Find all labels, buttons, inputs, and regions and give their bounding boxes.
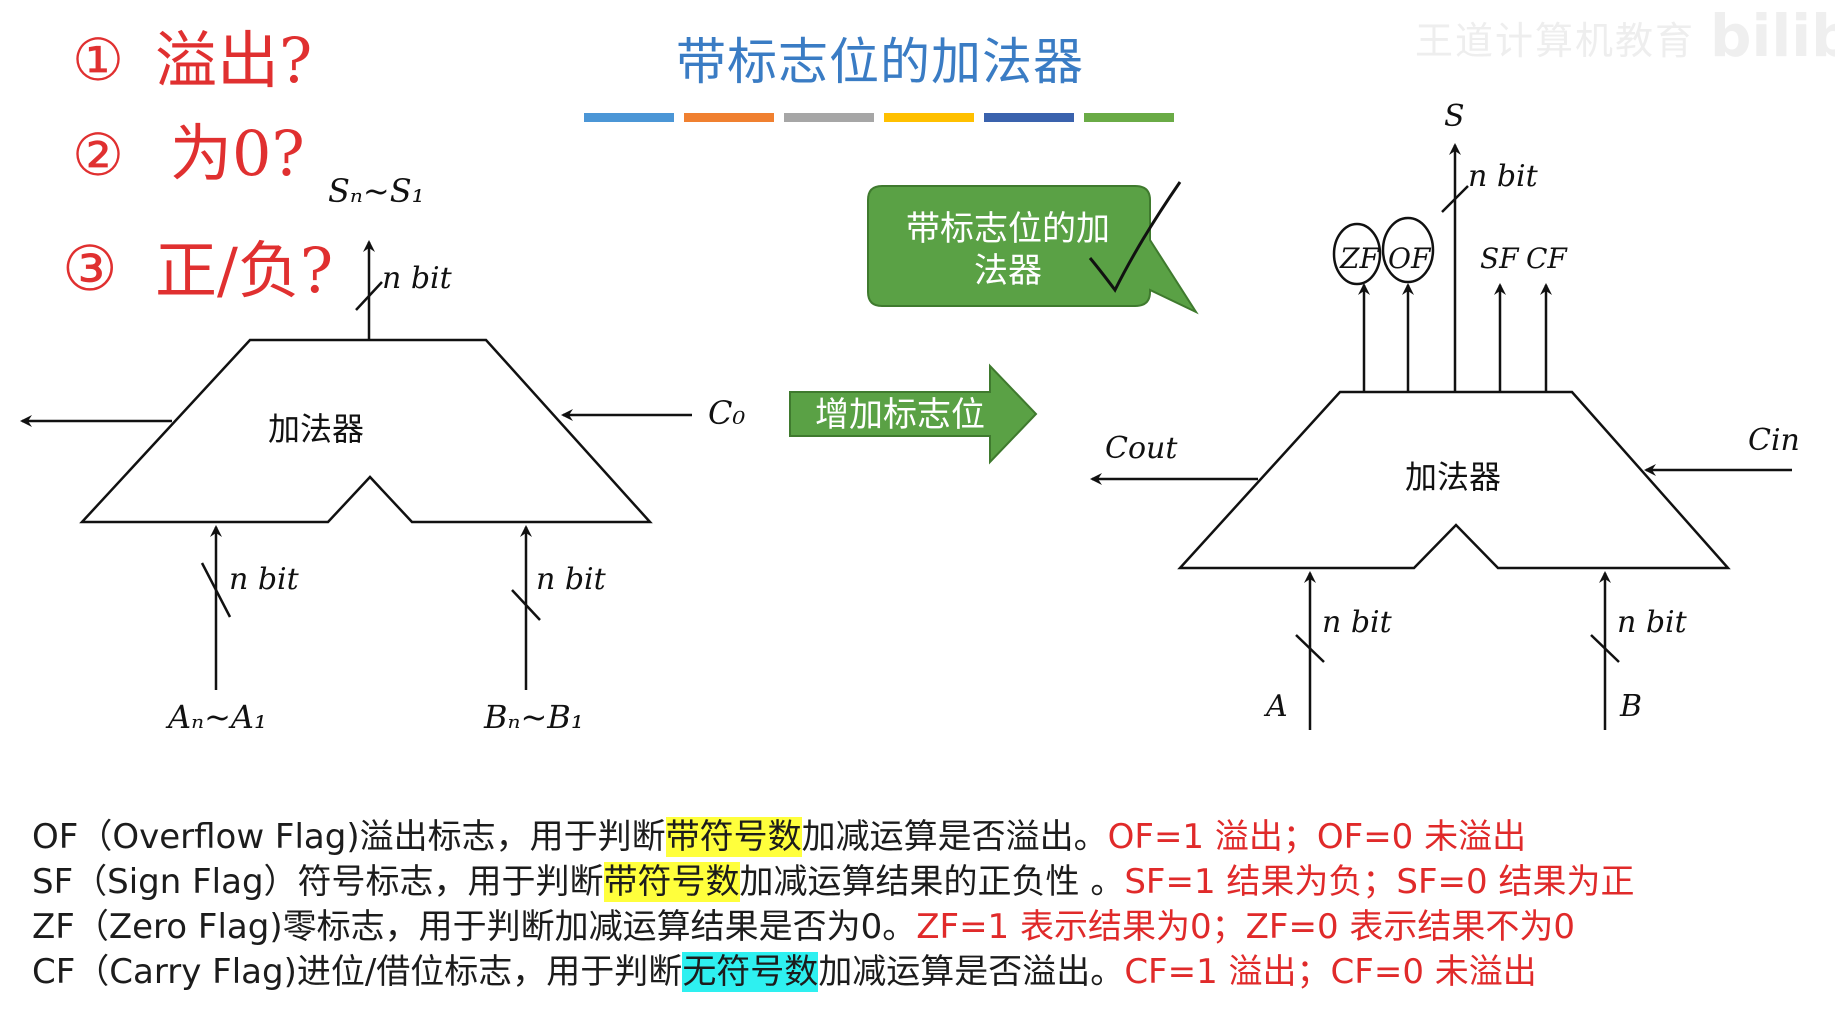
checkmark-icon xyxy=(1088,181,1182,293)
right-input-a-label: A xyxy=(1263,689,1288,724)
of-desc-values: OF=1 溢出；OF=0 未溢出 xyxy=(1107,817,1527,857)
stripe-1 xyxy=(584,113,674,122)
note-2-number: ② xyxy=(72,121,124,189)
left-carry-in-label: C₀ xyxy=(708,394,745,432)
left-output-label: Sₙ~S₁ xyxy=(328,172,424,210)
left-adder-shape xyxy=(79,338,653,524)
left-input-b-slash xyxy=(511,589,541,621)
zf-desc-text: ZF（Zero Flag)零标志，用于判断加减运算结果是否为0。 xyxy=(32,907,917,947)
of-desc-text-2: 加减运算是否溢出。 xyxy=(801,817,1108,857)
zf-description: ZF（Zero Flag)零标志，用于判断加减运算结果是否为0。ZF=1 表示结… xyxy=(32,905,1634,950)
sf-desc-text-2: 加减运算结果的正负性 。 xyxy=(739,862,1125,902)
cf-desc-values: CF=1 溢出；CF=0 未溢出 xyxy=(1124,952,1537,992)
right-output-bits: n bit xyxy=(1468,159,1539,194)
stripe-4 xyxy=(884,113,974,122)
stripe-3 xyxy=(784,113,874,122)
sf-desc-text: SF（Sign Flag）符号标志，用于判断 xyxy=(32,862,604,902)
right-output-label: S xyxy=(1444,99,1465,134)
callout-text-line2: 法器 xyxy=(974,251,1042,291)
stripe-6 xyxy=(1084,113,1174,122)
stripe-5 xyxy=(984,113,1074,122)
flag-zf-label: ZF xyxy=(1339,242,1380,275)
right-input-a-slash xyxy=(1295,634,1325,663)
left-input-b-label: Bₙ~B₁ xyxy=(483,698,584,736)
right-input-b-label: B xyxy=(1619,689,1642,724)
right-carry-out-label: Cout xyxy=(1105,431,1178,466)
left-input-a-label: Aₙ~A₁ xyxy=(165,698,267,736)
sf-desc-highlight: 带符号数 xyxy=(603,862,740,902)
right-adder-label: 加法器 xyxy=(1405,458,1501,496)
watermark-text: 王道计算机教育 xyxy=(1415,19,1696,63)
note-3-number: ③ xyxy=(62,232,118,305)
cf-description: CF（Carry Flag)进位/借位标志，用于判断无符号数加减运算是否溢出。C… xyxy=(32,950,1634,995)
cf-desc-highlight: 无符号数 xyxy=(682,952,819,992)
of-description: OF（Overflow Flag)溢出标志，用于判断带符号数加减运算是否溢出。O… xyxy=(32,815,1634,860)
cf-desc-text-2: 加减运算是否溢出。 xyxy=(818,952,1125,992)
right-adder-shape xyxy=(1177,390,1731,570)
add-flags-arrow-shape xyxy=(789,363,1038,465)
flag-sf-label: SF xyxy=(1480,242,1520,275)
note-1-number: ① xyxy=(72,26,124,94)
page-title: 带标志位的加法器 xyxy=(676,33,1084,91)
callout-bubble: 带标志位的加 法器 xyxy=(867,181,1199,315)
right-carry-in-label: Cin xyxy=(1748,423,1800,458)
note-1-text: 溢出? xyxy=(155,24,312,97)
right-adder xyxy=(1090,143,1792,730)
zf-desc-values: ZF=1 表示结果为0；ZF=0 表示结果不为0 xyxy=(916,907,1576,947)
add-flags-arrow: 增加标志位 xyxy=(789,363,1038,465)
callout-text-line1: 带标志位的加 xyxy=(906,209,1110,249)
right-input-a-bits: n bit xyxy=(1322,605,1393,640)
right-input-b-bits: n bit xyxy=(1617,605,1688,640)
flag-descriptions: OF（Overflow Flag)溢出标志，用于判断带符号数加减运算是否溢出。O… xyxy=(32,815,1634,995)
add-flags-arrow-label: 增加标志位 xyxy=(815,395,985,435)
left-adder xyxy=(20,240,692,690)
of-circle xyxy=(1381,216,1435,284)
left-input-b-bits: n bit xyxy=(536,562,607,597)
right-output-slash xyxy=(1441,185,1469,213)
note-3-text: 正/负? xyxy=(155,234,333,307)
sf-description: SF（Sign Flag）符号标志，用于判断带符号数加减运算结果的正负性 。SF… xyxy=(32,860,1634,905)
stripe-2 xyxy=(684,113,774,122)
right-input-b-slash xyxy=(1590,634,1620,663)
left-adder-label: 加法器 xyxy=(268,410,364,448)
cf-desc-text: CF（Carry Flag)进位/借位标志，用于判断 xyxy=(32,952,683,992)
left-output-bits: n bit xyxy=(382,261,453,296)
bilibili-logo: bilibili xyxy=(1710,2,1835,70)
flag-cf-label: CF xyxy=(1526,242,1568,275)
callout-shape xyxy=(867,185,1199,315)
of-desc-text: OF（Overflow Flag)溢出标志，用于判断 xyxy=(32,817,666,857)
note-2-text: 为0? xyxy=(170,117,305,190)
zf-circle xyxy=(1332,222,1382,286)
of-desc-highlight: 带符号数 xyxy=(665,817,802,857)
flag-of-label: OF xyxy=(1388,242,1432,275)
left-input-a-bits: n bit xyxy=(229,562,300,597)
handwritten-notes: ① 溢出? ② 为0? ③ 正/负? xyxy=(62,24,333,307)
left-input-a-slash xyxy=(200,562,232,618)
sf-desc-values: SF=1 结果为负；SF=0 结果为正 xyxy=(1124,862,1635,902)
left-output-slash xyxy=(355,281,383,311)
